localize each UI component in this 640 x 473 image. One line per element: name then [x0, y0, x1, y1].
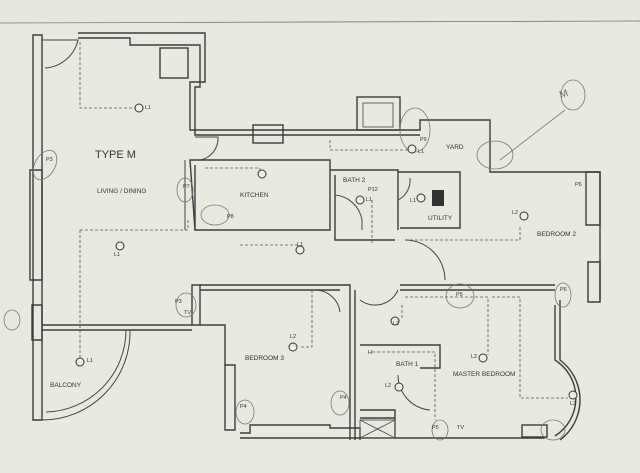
room-label-yard: YARD	[446, 144, 464, 151]
fixture-label: L2	[290, 334, 297, 340]
room-label-master-bedroom: MASTER BEDROOM	[453, 371, 516, 378]
light-points	[75, 103, 578, 400]
pencil-annotations	[3, 79, 586, 441]
room-label-bedroom3: BEDROOM 3	[245, 355, 285, 362]
fixture-label: L2	[512, 210, 519, 216]
fixture-label: L2	[471, 354, 478, 360]
fixture-label: P6	[560, 287, 567, 293]
plan-title: TYPE M	[95, 149, 136, 161]
tv-point-label: TV	[184, 310, 192, 316]
room-label-balcony: BALCONY	[50, 382, 82, 389]
fixture-label: L1	[145, 105, 152, 111]
fixture-label: L2	[393, 321, 400, 327]
heater-label: H	[368, 350, 372, 356]
fixture-label: P4	[340, 395, 347, 401]
fixture-label: P4	[240, 404, 247, 410]
fixture-label: L1	[410, 198, 417, 204]
room-label-bedroom2: BEDROOM 2	[537, 231, 577, 238]
tv-point-label: TV	[457, 425, 465, 431]
room-label-bath1: BATH 1	[396, 361, 419, 368]
room-label-living: LIVING / DINING	[97, 188, 147, 195]
fixture-label: L1	[87, 358, 94, 364]
fixture-label: P5	[456, 292, 463, 298]
interior-walls	[189, 159, 555, 440]
room-label-kitchen: KITCHEN	[240, 192, 269, 199]
fixture-label: P5	[432, 425, 439, 431]
room-label-utility: UTILITY	[428, 215, 453, 222]
paper-sheet	[0, 22, 640, 473]
fixture-label: L2	[385, 383, 392, 389]
fixture-label: L2	[570, 401, 577, 407]
fixture-label: P6	[575, 182, 582, 188]
fixture-label: P8	[227, 214, 234, 220]
doors	[41, 39, 446, 421]
fixture-label: P12	[368, 187, 378, 193]
fixture-label: L1	[114, 252, 121, 258]
fixture-label: L1	[297, 242, 304, 248]
fixture-label: L1	[418, 149, 425, 155]
fixture-label: P3	[46, 157, 53, 163]
border-line	[0, 20, 640, 24]
room-label-bath2: BATH 2	[343, 177, 366, 184]
duct-box	[159, 47, 401, 144]
fixture-label: P3	[175, 299, 182, 305]
fixture-label: P9	[420, 137, 427, 143]
water-heater-icon	[432, 190, 444, 206]
fixture-label: P7	[183, 184, 190, 190]
wiring	[79, 42, 568, 420]
fixture-label: L1	[366, 197, 373, 203]
